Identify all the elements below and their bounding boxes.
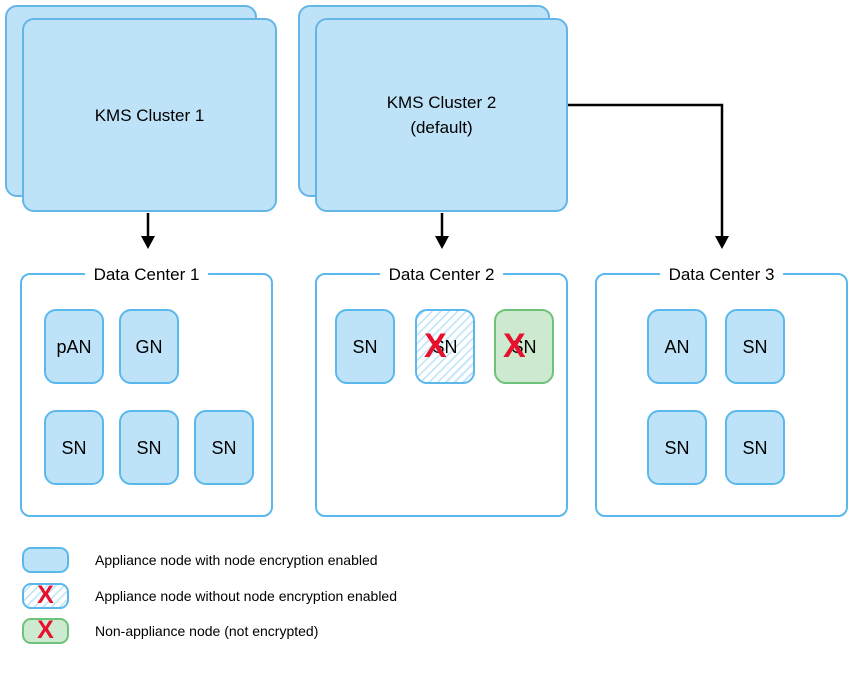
legend-swatch-non-appliance: X xyxy=(22,615,69,644)
node-label: SN xyxy=(61,437,87,458)
dc3-node-sn-2: SN xyxy=(647,410,707,485)
dc1-node-pan: pAN xyxy=(44,309,104,384)
node-label: SN xyxy=(664,437,690,458)
data-center-2-title: Data Center 2 xyxy=(379,263,504,286)
node-label: SN xyxy=(211,437,237,458)
node-label: pAN xyxy=(56,336,92,357)
dc3-node-an: AN xyxy=(647,309,707,384)
node-label: SN xyxy=(352,336,378,357)
data-center-1-box: Data Center 1 pAN GN SN SN SN xyxy=(20,263,273,517)
legend-item-appliance-not-encrypted: X Appliance node without node encryption… xyxy=(22,580,398,609)
legend-swatch-appliance-not-encrypted: X xyxy=(22,580,69,609)
arrowhead-dc1 xyxy=(141,236,155,249)
data-center-3-title: Data Center 3 xyxy=(659,263,784,286)
node-label: SN xyxy=(742,336,768,357)
dc1-node-gn: GN xyxy=(119,309,179,384)
red-x-icon: X xyxy=(37,580,54,609)
data-center-1-title: Data Center 1 xyxy=(84,263,209,286)
node-label: SN xyxy=(511,336,537,357)
red-x-icon: X xyxy=(37,615,54,644)
kms-cluster-2-sublabel: (default) xyxy=(410,118,473,137)
kms-cluster-1-box: KMS Cluster 1 xyxy=(22,18,277,212)
legend-label: Appliance node with node encryption enab… xyxy=(95,552,378,568)
dc1-node-sn-3: SN xyxy=(194,410,254,485)
legend-label: Non-appliance node (not encrypted) xyxy=(95,623,319,639)
dc1-node-sn-1: SN xyxy=(44,410,104,485)
dc3-node-sn-3: SN xyxy=(725,410,785,485)
node-label: SN xyxy=(742,437,768,458)
legend-item-non-appliance: X Non-appliance node (not encrypted) xyxy=(22,615,319,644)
dc2-node-sn-non-appliance: SN X xyxy=(494,309,554,384)
arrowhead-dc3 xyxy=(715,236,729,249)
data-center-3-box: Data Center 3 AN SN SN SN xyxy=(595,263,848,517)
node-label: AN xyxy=(664,336,690,357)
node-label: SN xyxy=(136,437,162,458)
dc2-node-sn-encrypted: SN xyxy=(335,309,395,384)
node-label: SN xyxy=(432,336,458,357)
data-center-2-box: Data Center 2 SN SN X SN X xyxy=(315,263,568,517)
red-x-icon: X xyxy=(503,326,526,365)
arrow-cluster2-to-dc3 xyxy=(568,103,724,237)
legend-swatch-appliance-encrypted xyxy=(22,547,69,573)
node-label: GN xyxy=(135,336,163,357)
kms-cluster-2-label: KMS Cluster 2 xyxy=(386,93,497,112)
arrowhead-dc2 xyxy=(435,236,449,249)
kms-cluster-1-label: KMS Cluster 1 xyxy=(94,105,205,125)
dc2-node-sn-not-encrypted: SN X xyxy=(415,309,475,384)
legend-label: Appliance node without node encryption e… xyxy=(95,588,398,604)
red-x-icon: X xyxy=(424,326,447,365)
kms-cluster-2-box: KMS Cluster 2 (default) xyxy=(315,18,568,212)
legend-item-appliance-encrypted: Appliance node with node encryption enab… xyxy=(22,547,378,573)
dc3-node-sn-1: SN xyxy=(725,309,785,384)
dc1-node-sn-2: SN xyxy=(119,410,179,485)
